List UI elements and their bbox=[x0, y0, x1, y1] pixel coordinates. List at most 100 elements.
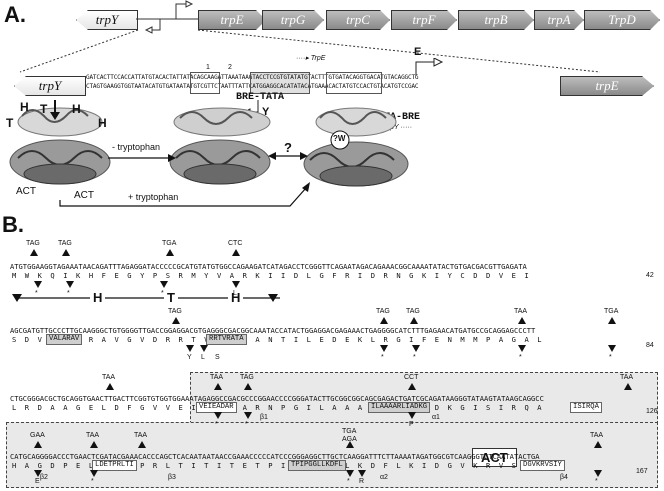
trpY-trp-dimer-icon bbox=[169, 107, 271, 185]
label-beta4: β4 bbox=[560, 474, 568, 481]
tata-box-left bbox=[190, 72, 220, 94]
codon-note: GAA bbox=[30, 432, 45, 439]
tata-bre-label: TATA-BRE bbox=[372, 112, 421, 123]
codon-note: TGA bbox=[604, 308, 619, 315]
promoter-seq-bottom: CTAGTGAAGGTGGTAATACATGTGATAATATGTCGTTCTA… bbox=[86, 83, 419, 90]
gene-trpD: TrpD bbox=[584, 10, 660, 30]
hth-H-1: H bbox=[90, 290, 106, 305]
act-box-label: ACT bbox=[472, 448, 517, 467]
mut-result: * bbox=[67, 290, 70, 297]
mut-result: E bbox=[35, 478, 40, 485]
H-label-3: H bbox=[98, 116, 107, 130]
trpY-complex-icon bbox=[303, 107, 409, 187]
codon-note: CTC bbox=[228, 240, 243, 247]
codon-note: CCT bbox=[404, 374, 419, 381]
gene-trpE: trpE bbox=[198, 10, 266, 30]
label-Y: Y bbox=[262, 106, 270, 118]
codon-note: TAA bbox=[514, 308, 528, 315]
promoter-seq-top: GATCACTTCCACCATTATGTACACTATTATACAGCAAGAT… bbox=[86, 74, 419, 81]
struct-VALARAV: VALARAV bbox=[46, 334, 83, 345]
mut-result: * bbox=[519, 354, 522, 361]
aa-line-3: L R D A A G E L D F G V V E I E A D A R … bbox=[12, 403, 542, 412]
codon-note: TAG bbox=[26, 240, 40, 247]
mut-result: * bbox=[161, 290, 164, 297]
line-2-end: 84 bbox=[646, 342, 654, 349]
gene-trpB: trpB bbox=[458, 10, 534, 30]
gene-trpA: trpA bbox=[534, 10, 584, 30]
marker-1: 1 bbox=[206, 64, 210, 71]
codon-note: TAA bbox=[102, 374, 116, 381]
codon-note: TGA bbox=[162, 240, 177, 247]
mut-result: L bbox=[201, 354, 205, 361]
zoom-gene-trpY: trpY bbox=[14, 76, 86, 96]
act-domain-label-2: ACT bbox=[74, 190, 94, 201]
hth-H-2: H bbox=[228, 290, 244, 305]
gene-trpY: trpY bbox=[76, 10, 138, 30]
mut-result: L bbox=[233, 290, 237, 297]
codon-note: TGA bbox=[342, 428, 357, 435]
codon-note: TAG bbox=[240, 374, 254, 381]
label-E: E bbox=[414, 46, 422, 58]
nt-line-3: CTGCGGGACGCTGCAGGTGAACTTGACTTCGGTGTGGTGG… bbox=[10, 394, 544, 403]
mut-result: * bbox=[91, 478, 94, 485]
label-beta1: β1 bbox=[260, 414, 268, 421]
line-4-end: 167 bbox=[636, 468, 648, 475]
codon-note: TAG bbox=[406, 308, 420, 315]
nt-line-4: CATGCAGGGGACCCTGAACTCGATACGAAACACCCAGCTC… bbox=[10, 452, 540, 461]
H-label-2: H bbox=[72, 102, 81, 116]
mut-result: P bbox=[409, 421, 414, 428]
promoter-zoom-lines bbox=[19, 0, 601, 73]
codon-note: TAG bbox=[376, 308, 390, 315]
mut-result: * bbox=[347, 478, 350, 485]
mut-result: S bbox=[215, 354, 220, 361]
aa-line-1: M W K Q I K H F E G Y P S R M Y V A R K … bbox=[12, 271, 529, 280]
act-region-line4 bbox=[6, 422, 658, 488]
trpE-arrow-label: ····▸ TrpE bbox=[296, 54, 325, 62]
struct-ILAAAARLIADKG: ILAAAARLIADKG bbox=[368, 402, 431, 413]
mut-result: * bbox=[609, 354, 612, 361]
mut-result: * bbox=[413, 354, 416, 361]
marker-2: 2 bbox=[228, 64, 232, 71]
act-region-line3 bbox=[190, 372, 658, 424]
aa-line-2: S D V A L A R A V G V D R R T V R A T A … bbox=[12, 335, 542, 344]
hth-T: T bbox=[164, 290, 178, 305]
zoom-gene-trpE: trpE bbox=[560, 76, 654, 96]
codon-note: TAA bbox=[590, 432, 604, 439]
tata-box-right bbox=[326, 72, 382, 94]
label-beta3: β3 bbox=[168, 474, 176, 481]
trpY-dots-arrow-icon: ····· bbox=[398, 124, 413, 131]
panel-a-label: A. bbox=[4, 2, 26, 27]
codon-note: TAA bbox=[134, 432, 148, 439]
E-promoter-arrow-icon bbox=[415, 58, 444, 76]
struct-ISIRQA: ISIRQA bbox=[570, 402, 602, 413]
line-1-end: 42 bbox=[646, 272, 654, 279]
gene-trpC: trpC bbox=[326, 10, 390, 30]
nt-line-1: ATGTGGAAGGTAGAAATAACAGATTTAGAGGATACCCCCG… bbox=[10, 262, 527, 271]
label-alpha1: α1 bbox=[432, 414, 440, 421]
bre-box bbox=[250, 72, 310, 94]
H-label-0: T bbox=[6, 116, 14, 130]
gene-trpG: trpG bbox=[262, 10, 324, 30]
trpY-apo-dimer-icon bbox=[9, 100, 111, 185]
codon-note: TAG bbox=[58, 240, 72, 247]
plus-tryptophan-label: + tryptophan bbox=[128, 192, 179, 202]
struct-RRTVRATA: RRTVRATA bbox=[206, 334, 247, 345]
mut-result: * bbox=[381, 354, 384, 361]
mut-result: * bbox=[595, 478, 598, 485]
codon-note: AGA bbox=[342, 436, 357, 443]
mut-result: Y bbox=[187, 354, 192, 361]
codon-note: TAA bbox=[86, 432, 100, 439]
line-3-end: 126 bbox=[646, 408, 658, 415]
mut-result: * bbox=[245, 421, 248, 428]
codon-note: TAA bbox=[210, 374, 224, 381]
equilibrium-question: ? bbox=[284, 140, 292, 155]
codon-note: TAG bbox=[168, 308, 182, 315]
struct-DGVKRVSIY: DGVKRVSIY bbox=[520, 460, 565, 471]
struct-TPIPGGLLKDFL: TPIPGGLLKDFL bbox=[288, 460, 346, 471]
nt-line-2: AGCGATGTTGCCCTTGCAAGGGCTGTGGGGTTGACCGGAG… bbox=[10, 326, 536, 335]
minus-tryptophan-label: - tryptophan bbox=[112, 142, 161, 152]
mut-result: * bbox=[215, 421, 218, 428]
trpE-dots-arrow-icon: ····▸ bbox=[296, 55, 311, 62]
gene-trpF: trpF bbox=[391, 10, 457, 30]
bre-tata-label: BRE-TATA bbox=[236, 92, 285, 103]
